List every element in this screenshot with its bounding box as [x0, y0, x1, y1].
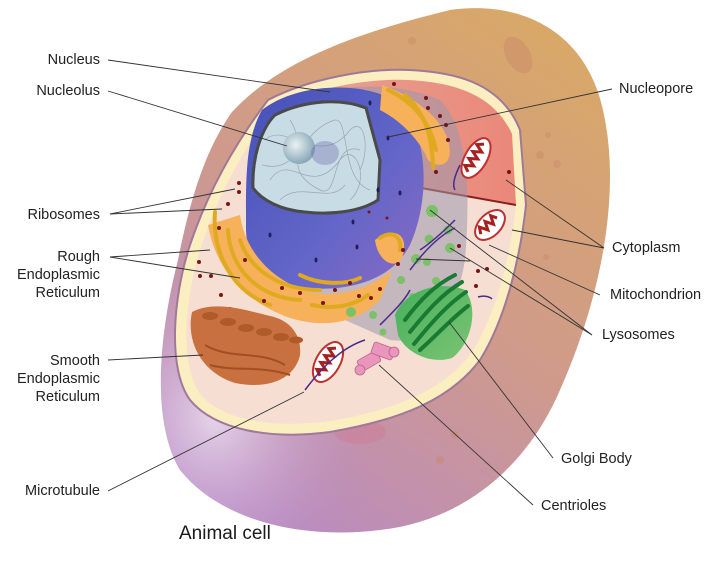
nucleoplasm: [251, 100, 382, 215]
label-microtubule: Microtubule: [25, 483, 100, 499]
label-rough-er-line1: Rough: [57, 249, 100, 265]
leader-cytoplasm-2: [511, 229, 605, 249]
nucleolus-shadow: [311, 141, 339, 165]
leader-rough-er-2: [109, 256, 241, 279]
leader-mitochondrion: [488, 244, 601, 296]
leader-centrioles: [378, 364, 534, 506]
label-smooth-er-line2: Endoplasmic: [16, 371, 100, 387]
leader-nucleopore: [387, 88, 613, 138]
label-cytoplasm: Cytoplasm: [612, 240, 681, 256]
leader-rough-er-1: [109, 249, 211, 258]
leader-ribosomes-1: [109, 188, 236, 215]
label-centrioles: Centrioles: [541, 498, 607, 514]
rough-endoplasmic-reticulum: [208, 85, 450, 324]
label-smooth-er-line1: Smooth: [50, 353, 100, 369]
label-smooth-er-line3: Reticulum: [35, 389, 100, 405]
leader-golgi: [448, 321, 554, 459]
centrioles: [354, 341, 400, 376]
label-rough-er-line2: Endoplasmic: [16, 267, 100, 283]
leader-lines: [107, 59, 613, 506]
nucleolus: [283, 132, 315, 164]
leader-lysosomes-1: [429, 209, 593, 336]
leader-lysosomes-2: [449, 247, 593, 336]
golgi-body: [395, 273, 473, 360]
leader-lysosomes-3: [415, 258, 471, 262]
label-ribosomes: Ribosomes: [27, 207, 100, 223]
label-nucleopore: Nucleopore: [619, 81, 694, 97]
leader-nucleolus: [107, 90, 288, 147]
label-rough-er: Rough Endoplasmic Reticulum: [17, 248, 100, 302]
smooth-endoplasmic-reticulum: [190, 306, 303, 385]
diagram-title: Animal cell: [179, 523, 271, 544]
leader-ribosomes-2: [109, 208, 223, 215]
leader-smooth-er: [107, 354, 204, 361]
label-mitochondrion: Mitochondrion: [610, 287, 702, 303]
label-lysosomes: Lysosomes: [602, 327, 675, 343]
leader-nucleus: [107, 59, 331, 93]
microtubules: [304, 164, 493, 391]
label-golgi-body: Golgi Body: [561, 451, 632, 467]
mitochondrion-middle: [474, 209, 506, 241]
ribosomes: [197, 82, 511, 311]
label-rough-er-line3: Reticulum: [35, 285, 100, 301]
surface-vesicles: [334, 36, 561, 464]
label-nucleolus: Nucleolus: [36, 83, 100, 99]
label-nucleus: Nucleus: [47, 52, 100, 68]
leader-cytoplasm-1: [505, 179, 605, 249]
mitochondrion-upper: [460, 137, 492, 179]
label-smooth-er: Smooth Endoplasmic Reticulum: [17, 352, 100, 406]
leader-microtubule: [107, 391, 305, 492]
